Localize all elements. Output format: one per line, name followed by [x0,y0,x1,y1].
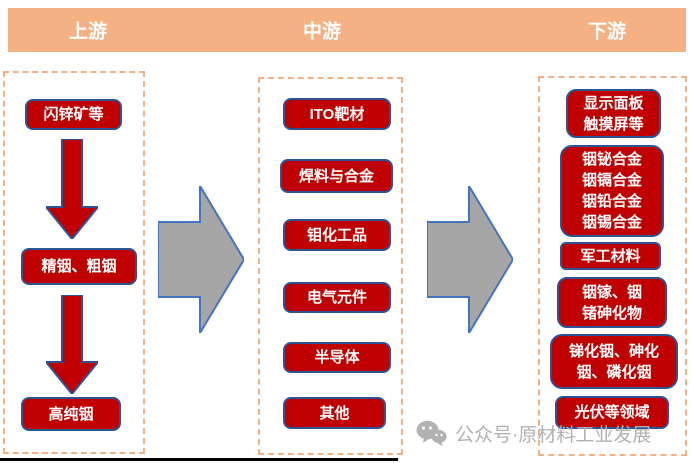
downstream-box-line: 铟、磷化铟 [576,363,652,381]
right-arrow-icon [158,186,244,333]
downstream-box-indium-alloys: 铟铋合金 铟镉合金 铟铅合金 铟锡合金 [560,145,664,237]
midstream-box-chemical-products-label: 钼化工品 [306,226,367,244]
downstream-box-line: 锗砷化物 [581,304,642,322]
midstream-box-electrical-components-label: 电气元件 [306,289,367,306]
downstream-box-line: 铟铋合金 [581,151,642,168]
midstream-box-solder-alloy: 焊料与合金 [280,159,393,193]
downstream-box-military-materials: 军工材料 [560,242,661,270]
midstream-box-ito-target-label: ITO靶材 [309,105,365,123]
downstream-box-line: 铟镉合金 [581,172,642,189]
midstream-box-other-label: 其他 [319,404,350,422]
midstream-box-solder-alloy-label: 焊料与合金 [298,167,374,185]
upstream-box-refined-crude-indium: 精铟、粗铟 [21,248,137,285]
down-arrow-icon [46,139,98,239]
watermark: 公众号·原材料工业发展 [416,418,651,448]
down-arrow-icon [46,295,98,394]
header-label-midstream: 中游 [302,21,342,43]
downstream-box-indium-gallium-germanium-arsenide: 铟镓、铟 锗砷化物 [557,277,667,328]
right-arrow-icon [427,186,513,333]
upstream-box-sphalerite-label: 闪锌矿等 [43,106,104,123]
downstream-box-line: 铟镓、铟 [581,283,642,301]
downstream-column-frame [538,76,687,456]
midstream-box-ito-target: ITO靶材 [283,98,391,130]
downstream-box-indium-compounds: 锑化铟、砷化 铟、磷化铟 [550,334,678,389]
downstream-box-line: 铟锡合金 [581,214,642,231]
downstream-box-display-touchscreen: 显示面板 触摸屏等 [566,89,661,138]
downstream-box-line: 铟铅合金 [581,193,642,210]
midstream-box-other: 其他 [283,397,386,429]
midstream-box-electrical-components: 电气元件 [283,282,391,313]
downstream-box-line: 显示面板 [583,94,644,112]
header-label-downstream: 下游 [587,21,627,43]
downstream-box-line: 触摸屏等 [583,115,644,133]
wechat-icon [416,420,447,446]
upstream-box-refined-crude-indium-label: 精铟、粗铟 [41,258,117,275]
midstream-column-frame [258,77,403,455]
upstream-box-high-purity-indium-label: 高纯铟 [48,405,94,423]
header-label-upstream: 上游 [68,21,108,43]
midstream-box-chemical-products: 钼化工品 [283,219,391,251]
midstream-box-semiconductor: 半导体 [283,342,391,373]
downstream-box-line: 军工材料 [580,247,641,265]
downstream-box-line: 锑化铟、砷化 [568,342,659,360]
downstream-box-line: 光伏等领域 [574,404,650,421]
upstream-box-sphalerite: 闪锌矿等 [25,99,122,130]
downstream-box-photovoltaic: 光伏等领域 [555,396,669,429]
header-bar: 上游 中游 下游 [8,8,686,52]
bottom-border-line [0,458,398,461]
watermark-text: 公众号·原材料工业发展 [455,424,652,446]
upstream-column-frame [3,71,145,454]
upstream-box-high-purity-indium: 高纯铟 [21,397,121,431]
midstream-box-semiconductor-label: 半导体 [314,349,360,366]
